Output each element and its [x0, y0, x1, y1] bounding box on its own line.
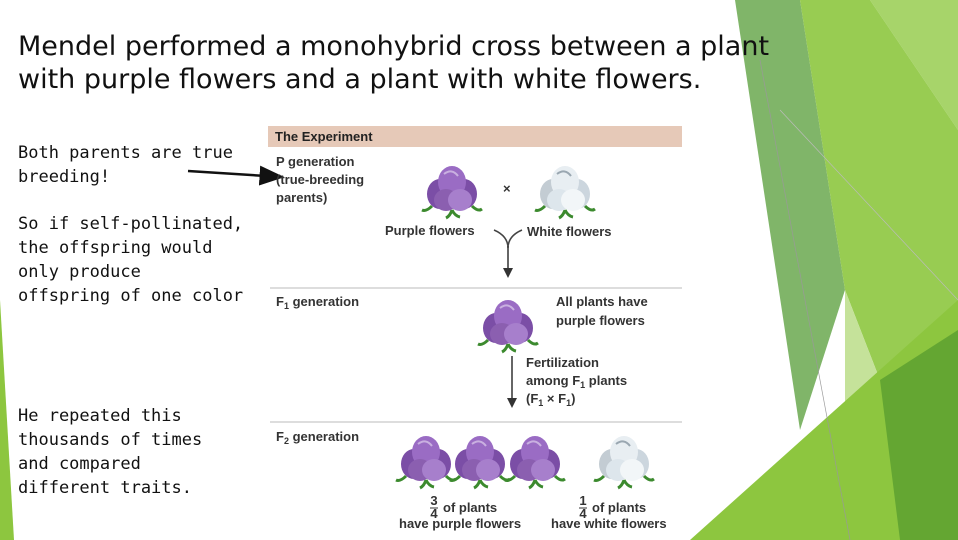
p-generation-label-3: parents): [276, 190, 327, 205]
fertilization-line-1: Fertilization: [526, 355, 599, 370]
fraction-2-text: of plants: [592, 500, 646, 515]
arrow-head-1-icon: [503, 268, 513, 278]
cross-symbol: ×: [503, 181, 511, 196]
f2-purple-flower-icon: [505, 436, 565, 488]
arrow-head-2-icon: [507, 398, 517, 408]
f2-white-flower-icon: [594, 436, 654, 488]
p-purple-flower-icon: [422, 166, 482, 218]
p-white-flower-icon: [535, 166, 595, 218]
f2-generation-label: F2 generation: [276, 429, 359, 446]
figure-header: The Experiment: [275, 129, 373, 144]
p-generation-label: P generation: [276, 154, 355, 169]
f1-purple-flower-icon: [478, 300, 538, 352]
p-generation-label-2: (true-breeding: [276, 172, 364, 187]
white-flowers-label: White flowers: [527, 224, 612, 239]
f1-generation-label: F1 generation: [276, 294, 359, 311]
purple-flowers-label: Purple flowers: [385, 223, 475, 238]
fraction-2-text-2: have white flowers: [551, 516, 667, 531]
fraction-1-text: of plants: [443, 500, 497, 515]
f1-result-line-2: purple flowers: [556, 313, 645, 328]
merge-lines-icon: [494, 230, 522, 248]
f2-purple-flower-icon: [450, 436, 510, 488]
fertilization-line-2: among F1 plants: [526, 373, 627, 390]
f1-result-line-1: All plants have: [556, 294, 648, 309]
fertilization-line-3: (F1 × F1): [526, 391, 575, 408]
fraction-1-text-2: have purple flowers: [399, 516, 521, 531]
f2-purple-flower-icon: [396, 436, 456, 488]
